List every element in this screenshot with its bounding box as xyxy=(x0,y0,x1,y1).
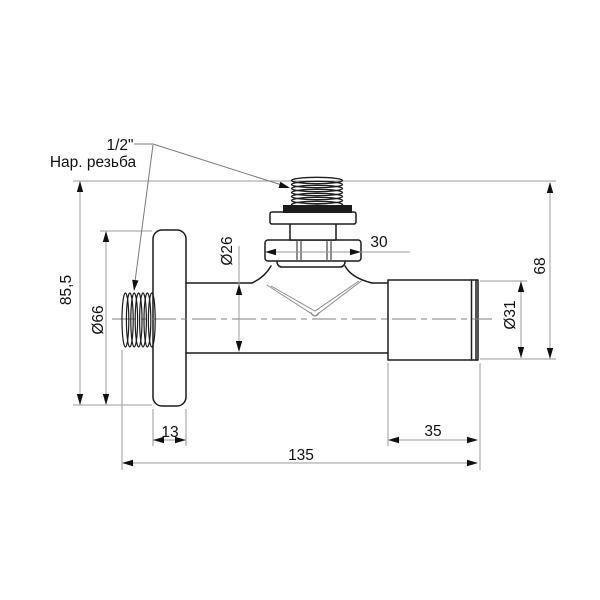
dim-handle-length-label: 35 xyxy=(424,423,441,440)
thread-size-label: 1/2" xyxy=(106,137,133,154)
dim-flange-diameter-label: Ø66 xyxy=(90,305,107,334)
stem-collar xyxy=(269,211,357,225)
dim-nut-width-label: 30 xyxy=(370,234,388,251)
dim-overall-height-label: 85,5 xyxy=(58,275,75,305)
dim-flange-thickness-label: 13 xyxy=(161,424,178,441)
valve-geometry xyxy=(112,205,492,407)
left-thread xyxy=(121,292,156,348)
dim-right-height-label: 68 xyxy=(532,257,549,274)
dimension-labels: 1/2" Нар. резьба 85,5 Ø66 Ø26 30 Ø31 68 … xyxy=(50,137,549,464)
stem-gasket xyxy=(283,205,352,213)
thread-callout-leaders xyxy=(132,143,290,291)
stem-neck xyxy=(289,222,337,241)
valve-body-pipe xyxy=(185,265,389,354)
dim-body-diameter-label: Ø26 xyxy=(219,236,236,265)
dimension-arrows xyxy=(76,181,554,467)
thread-note-label: Нар. резьба xyxy=(50,154,137,171)
dim-overall-length-label: 135 xyxy=(288,447,314,464)
stem-thread xyxy=(290,176,344,213)
mounting-flange xyxy=(152,229,187,407)
dim-handle-diameter-label: Ø31 xyxy=(502,300,519,329)
handle-cylinder xyxy=(387,279,479,361)
valve-seat-lines xyxy=(266,280,363,317)
bonnet-hex-nut xyxy=(264,239,362,262)
